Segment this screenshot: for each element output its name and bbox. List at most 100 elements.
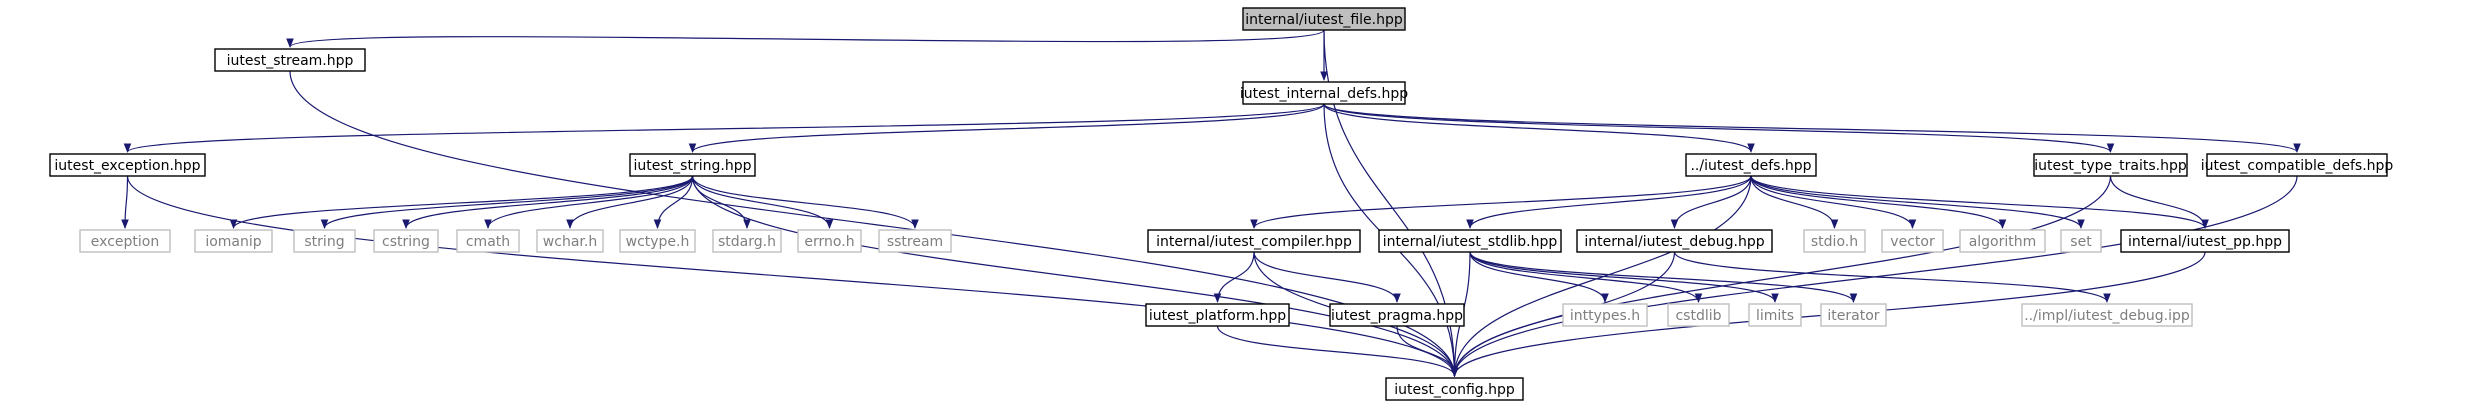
node-box	[456, 229, 520, 253]
node-box	[1242, 81, 1406, 105]
edge-idefs-to-exception	[124, 103, 1325, 153]
file-node-idefs[interactable]: iutest_internal_defs.hpp	[1240, 81, 1408, 105]
file-node-pp[interactable]: internal/iutest_pp.hpp	[2120, 229, 2290, 253]
external-header-node-s-exception: exception	[79, 229, 171, 253]
file-node-stream[interactable]: iutest_stream.hpp	[214, 48, 366, 72]
node-box	[2033, 153, 2188, 177]
node-box	[878, 229, 952, 253]
external-header-node-s-cstdlib: cstdlib	[1667, 303, 1730, 327]
edge-stdlib-to-s-limits	[1469, 251, 1779, 303]
node-label: ../impl/iutest_debug.ipp	[2024, 308, 2190, 324]
file-node-debug[interactable]: internal/iutest_debug.hpp	[1576, 229, 1773, 253]
file-node-exception[interactable]: iutest_exception.hpp	[49, 153, 206, 177]
file-node-defs[interactable]: ../iutest_defs.hpp	[1685, 153, 1817, 177]
file-node-compiler[interactable]: internal/iutest_compiler.hpp	[1147, 229, 1361, 253]
edge-pragma-to-config	[1396, 325, 1459, 377]
edges-layer	[121, 29, 2301, 377]
node-label: set	[2070, 234, 2092, 250]
node-box	[629, 153, 756, 177]
node-label: iutest_internal_defs.hpp	[1240, 86, 1408, 102]
edge-string-to-s-stdargh	[691, 175, 751, 229]
edge-defs-to-compiler	[1250, 175, 1752, 229]
node-box	[1803, 229, 1866, 253]
node-label: cstring	[382, 234, 430, 250]
edge-exception-to-config	[126, 175, 1459, 377]
edge-compiler-to-pragma	[1253, 251, 1401, 303]
external-header-node-s-stdargh: stdarg.h	[712, 229, 782, 253]
edge-stdlib-to-s-cstdlib	[1469, 251, 1703, 303]
node-box	[49, 153, 206, 177]
node-label: iutest_compatible_defs.hpp	[2201, 158, 2394, 174]
external-header-node-s-cstring: cstring	[373, 229, 439, 253]
node-label: iutest_pragma.hpp	[1331, 308, 1463, 324]
node-box	[1959, 229, 2046, 253]
edge-string-to-config	[691, 175, 1459, 377]
node-label: errno.h	[804, 234, 854, 250]
node-label: internal/iutest_file.hpp	[1245, 12, 1403, 28]
edge-idefs-to-traits	[1323, 103, 2115, 153]
node-box	[1881, 229, 1944, 253]
node-box	[1145, 303, 1290, 327]
node-label: wchar.h	[543, 234, 597, 250]
node-box	[1562, 303, 1648, 327]
node-box	[619, 229, 696, 253]
node-label: internal/iutest_stdlib.hpp	[1383, 234, 1558, 250]
node-label: iutest_stream.hpp	[227, 53, 354, 69]
external-header-node-s-inttypes: inttypes.h	[1562, 303, 1648, 327]
edge-exception-to-s-exception	[121, 175, 129, 229]
node-box	[1820, 303, 1887, 327]
node-label: stdarg.h	[718, 234, 776, 250]
node-label: iutest_type_traits.hpp	[2034, 158, 2187, 174]
external-header-node-s-errnoh: errno.h	[797, 229, 862, 253]
external-header-node-s-set: set	[2060, 229, 2102, 253]
node-label: string	[304, 234, 344, 250]
node-label: sstream	[887, 234, 943, 250]
file-node-platform[interactable]: iutest_platform.hpp	[1145, 303, 1290, 327]
node-label: inttypes.h	[1570, 308, 1640, 324]
node-label: exception	[91, 234, 159, 250]
node-box	[1242, 7, 1406, 31]
external-header-node-s-cmath: cmath	[456, 229, 520, 253]
file-node-string[interactable]: iutest_string.hpp	[629, 153, 756, 177]
node-label: ../iutest_defs.hpp	[1690, 158, 1811, 174]
edge-string-to-s-sstream	[691, 175, 919, 229]
node-box	[214, 48, 366, 72]
file-node-stdlib[interactable]: internal/iutest_stdlib.hpp	[1378, 229, 1562, 253]
node-label: iomanip	[205, 234, 261, 250]
edge-stream-to-config	[289, 70, 1459, 377]
node-box	[797, 229, 862, 253]
edge-defs-to-s-vector	[1750, 175, 1917, 229]
file-node-file[interactable]: internal/iutest_file.hpp	[1242, 7, 1406, 31]
external-header-node-s-vector: vector	[1881, 229, 1944, 253]
file-node-compat[interactable]: iutest_compatible_defs.hpp	[2201, 153, 2394, 177]
file-node-pragma[interactable]: iutest_pragma.hpp	[1329, 303, 1465, 327]
nodes-layer: internal/iutest_file.hpp iutest_stream.hp…	[49, 7, 2394, 401]
file-node-config[interactable]: iutest_config.hpp	[1385, 377, 1524, 401]
node-box	[2120, 229, 2290, 253]
file-node-traits[interactable]: iutest_type_traits.hpp	[2033, 153, 2188, 177]
node-box	[712, 229, 782, 253]
edge-defs-to-pp	[1750, 175, 2209, 229]
node-label: algorithm	[1969, 234, 2037, 250]
edge-compiler-to-platform	[1213, 251, 1255, 303]
external-header-node-s-stdioh: stdio.h	[1803, 229, 1866, 253]
edge-string-to-s-wctypeh	[653, 175, 694, 229]
edge-defs-to-s-algorithm	[1750, 175, 2007, 229]
edge-file-to-stream	[286, 29, 1325, 48]
edge-string-to-s-cstring	[402, 175, 694, 229]
node-label: iutest_config.hpp	[1394, 382, 1515, 398]
node-label: internal/iutest_compiler.hpp	[1156, 234, 1352, 250]
external-header-node-s-string: string	[293, 229, 356, 253]
node-label: stdio.h	[1811, 234, 1858, 250]
edge-string-to-s-cmath	[484, 175, 694, 229]
node-box	[1378, 229, 1562, 253]
node-label: vector	[1890, 234, 1935, 250]
node-label: wctype.h	[626, 234, 690, 250]
node-label: cmath	[466, 234, 510, 250]
edge-traits-to-pp	[2109, 175, 2209, 229]
node-box	[1576, 229, 1773, 253]
edge-defs-to-s-stdioh	[1750, 175, 1839, 229]
node-box	[1748, 303, 1802, 327]
edge-defs-to-s-set	[1750, 175, 2085, 229]
